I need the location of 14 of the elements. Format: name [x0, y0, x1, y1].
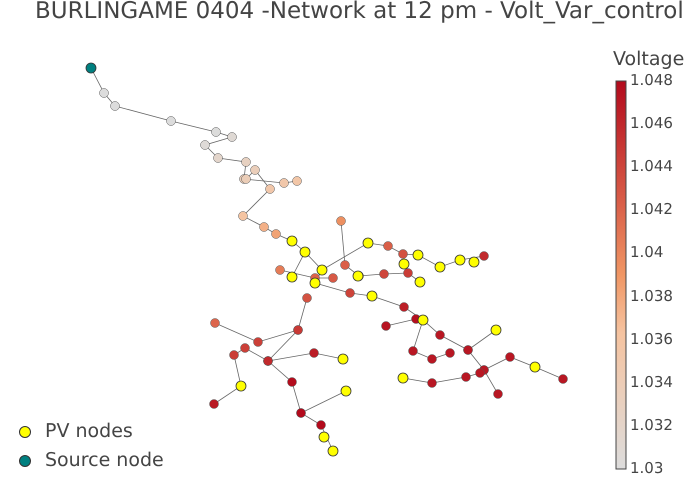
legend-label: PV nodes [45, 420, 133, 442]
chart-title: BURLINGAME 0404 -Network at 12 pm - Volt_Var_control [35, 0, 684, 24]
legend-label: Source node [45, 449, 164, 471]
colorbar-tick-label: 1.046 [630, 114, 673, 132]
colorbar-tick-label: 1.04 [630, 243, 664, 262]
colorbar-tick-label: 1.034 [630, 372, 673, 391]
colorbar-title: Voltage [613, 48, 684, 70]
colorbar-tick-label: 1.042 [630, 200, 673, 218]
colorbar-tick-label: 1.038 [630, 286, 673, 305]
colorbar-tick-label: 1.048 [630, 71, 673, 89]
colorbar-tick-label: 1.032 [630, 416, 673, 434]
colorbar-tick-label: 1.044 [630, 157, 673, 176]
colorbar-tick-label: 1.03 [630, 459, 664, 477]
colorbar-tick-label: 1.036 [630, 330, 673, 348]
